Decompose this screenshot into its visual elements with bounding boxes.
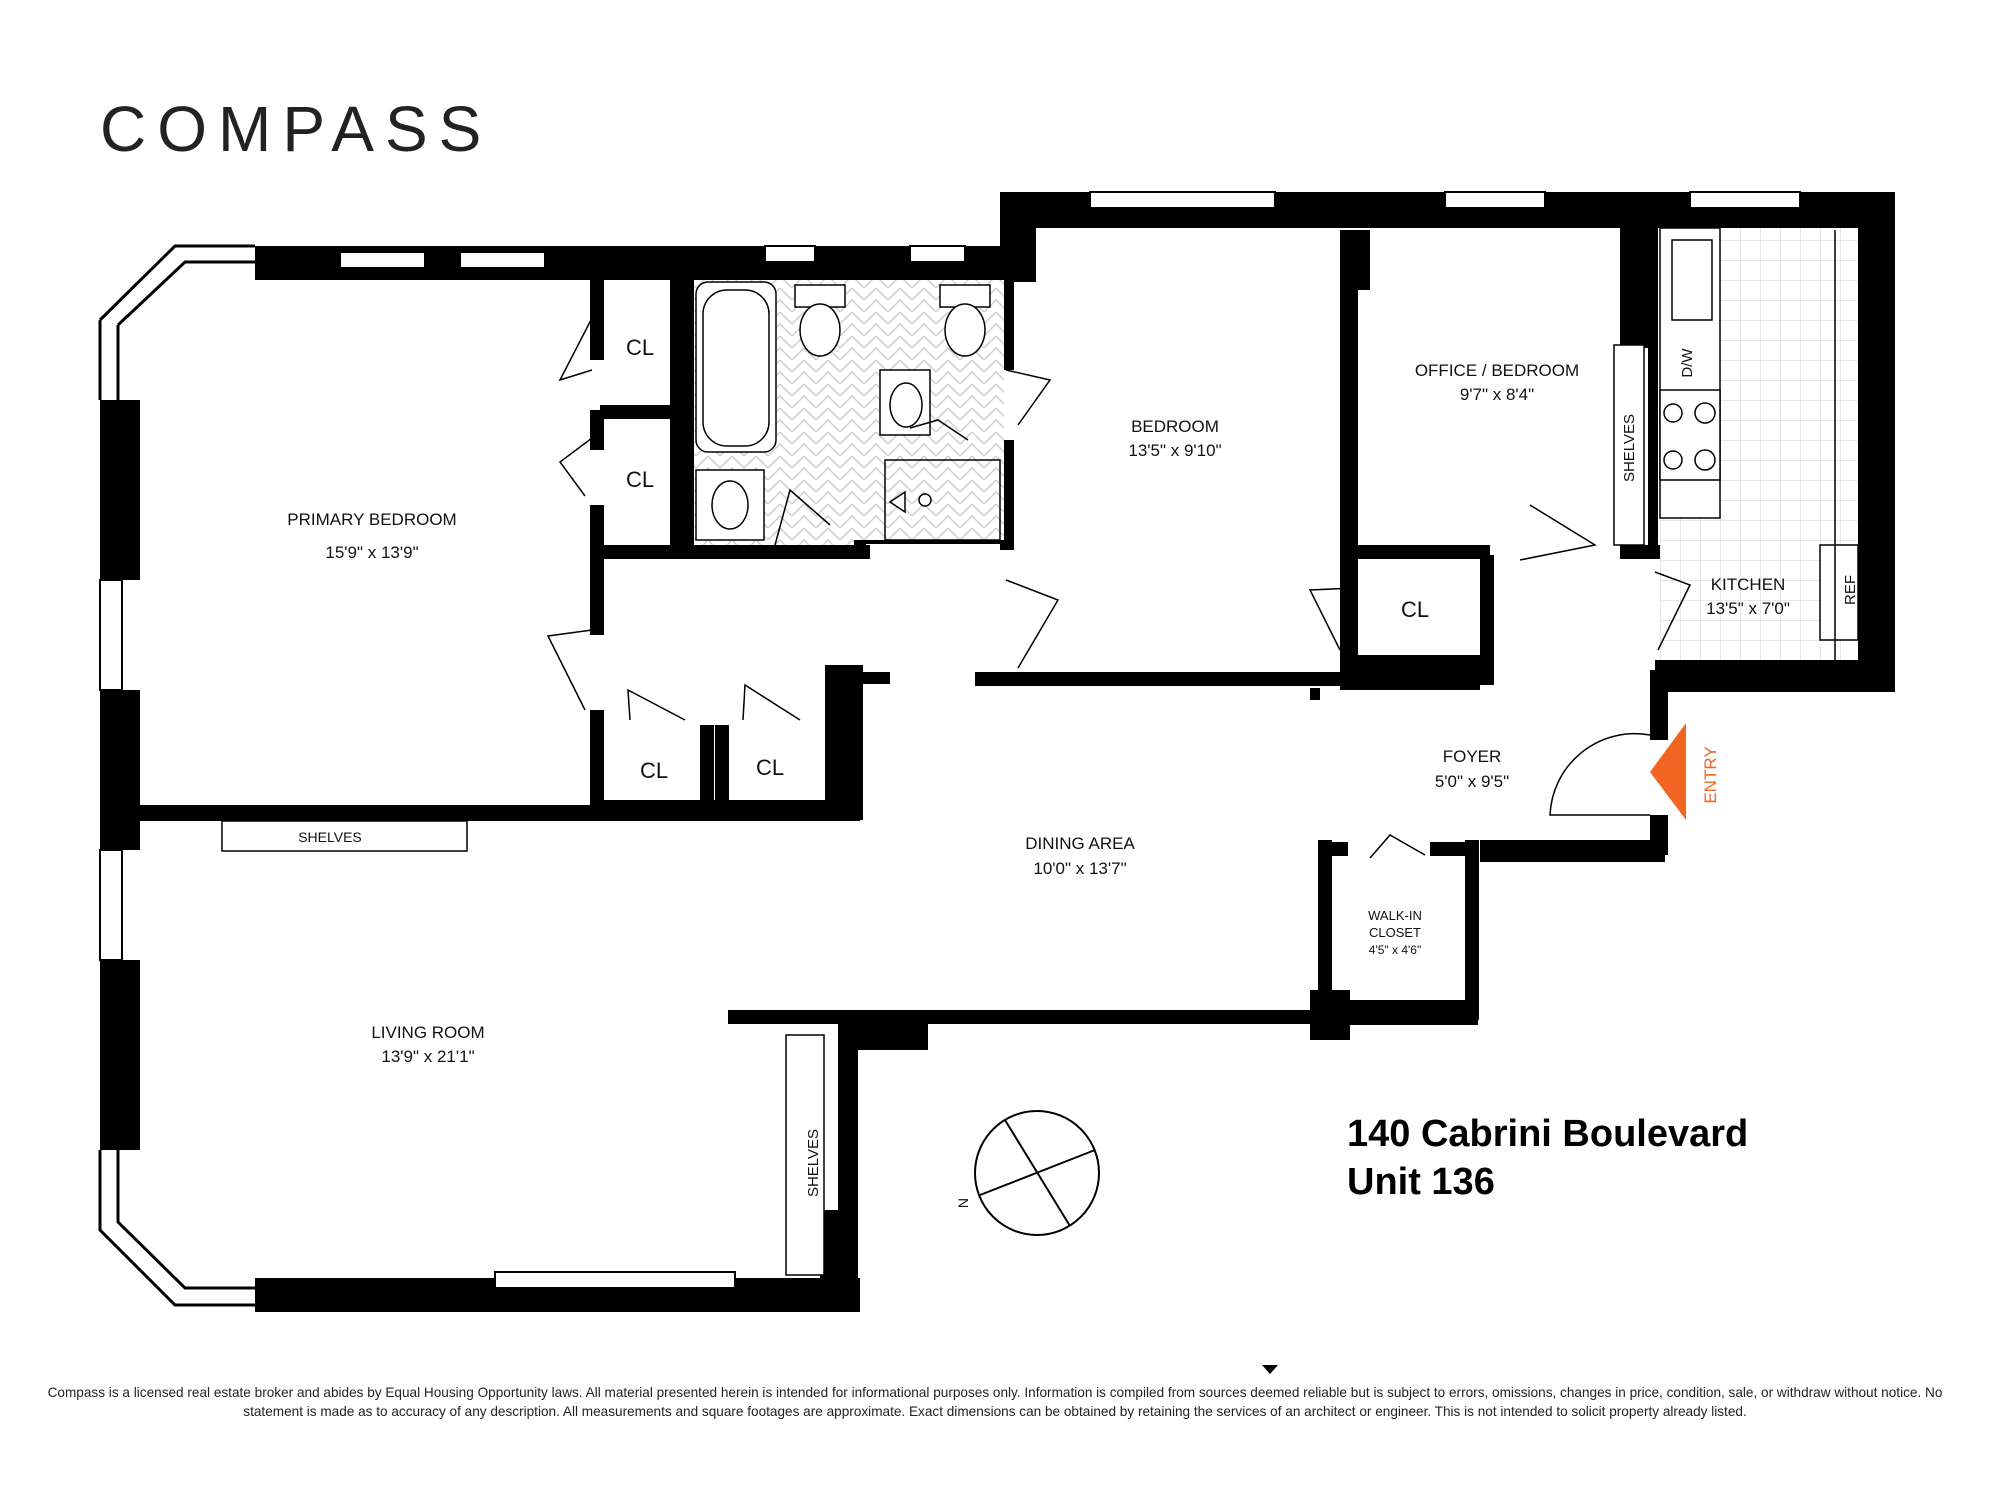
entry-arrow-icon <box>1650 723 1686 820</box>
kitchen-fixtures <box>1659 227 1859 660</box>
caret-down-icon <box>1262 1365 1278 1374</box>
shelves-label: SHELVES <box>298 829 362 845</box>
walk-in-closet-dims: 4'5" x 4'6" <box>1369 943 1421 957</box>
bedroom-name: BEDROOM <box>1131 417 1219 436</box>
kitchen-dims: 13'5" x 7'0" <box>1706 599 1790 618</box>
bathrooms <box>694 280 1004 545</box>
closet-label: CL <box>640 758 668 783</box>
windows <box>99 191 1801 1289</box>
property-address: 140 Cabrini Boulevard <box>1347 1113 1749 1155</box>
shelves-label: SHELVES <box>1621 414 1638 482</box>
foyer-dims: 5'0" x 9'5" <box>1435 772 1509 791</box>
north-label: N <box>955 1198 971 1208</box>
dining-area-dims: 10'0" x 13'7" <box>1033 859 1126 878</box>
foyer-name: FOYER <box>1443 747 1502 766</box>
room-labels: PRIMARY BEDROOM 15'9" x 13'9" BEDROOM 13… <box>287 361 1790 1066</box>
refrigerator-label: REF <box>1842 575 1859 605</box>
bay-corners <box>98 244 255 1307</box>
bedroom-dims: 13'5" x 9'10" <box>1128 441 1221 460</box>
walk-in-closet-name-2: CLOSET <box>1369 925 1421 940</box>
legal-disclaimer: Compass is a licensed real estate broker… <box>47 1385 1943 1419</box>
walls <box>100 192 1895 1312</box>
primary-bedroom-dims: 15'9" x 13'9" <box>325 543 418 562</box>
closet-label: CL <box>626 467 654 492</box>
dishwasher-label: D/W <box>1679 348 1696 378</box>
entry-label: ENTRY <box>1701 746 1720 803</box>
living-room-dims: 13'9" x 21'1" <box>381 1047 474 1066</box>
property-address-block: 140 Cabrini Boulevard Unit 136 <box>1347 1110 1748 1206</box>
closet-label: CL <box>1401 597 1429 622</box>
closet-label: CL <box>626 335 654 360</box>
living-room-name: LIVING ROOM <box>371 1023 484 1042</box>
property-unit: Unit 136 <box>1347 1161 1495 1203</box>
shelves-label: SHELVES <box>805 1129 822 1197</box>
kitchen-name: KITCHEN <box>1711 575 1786 594</box>
dining-area-name: DINING AREA <box>1025 834 1135 853</box>
compass-logo: COMPASS <box>100 93 493 165</box>
doors <box>546 317 1692 859</box>
closet-labels: CL CL CL CL CL <box>626 335 1429 783</box>
primary-bedroom-name: PRIMARY BEDROOM <box>287 510 456 529</box>
shelves <box>221 344 1645 1276</box>
office-bedroom-name: OFFICE / BEDROOM <box>1415 361 1579 380</box>
walk-in-closet-name-1: WALK-IN <box>1368 908 1422 923</box>
closet-label: CL <box>756 755 784 780</box>
office-bedroom-dims: 9'7" x 8'4" <box>1460 385 1534 404</box>
north-compass-icon <box>974 1110 1100 1236</box>
